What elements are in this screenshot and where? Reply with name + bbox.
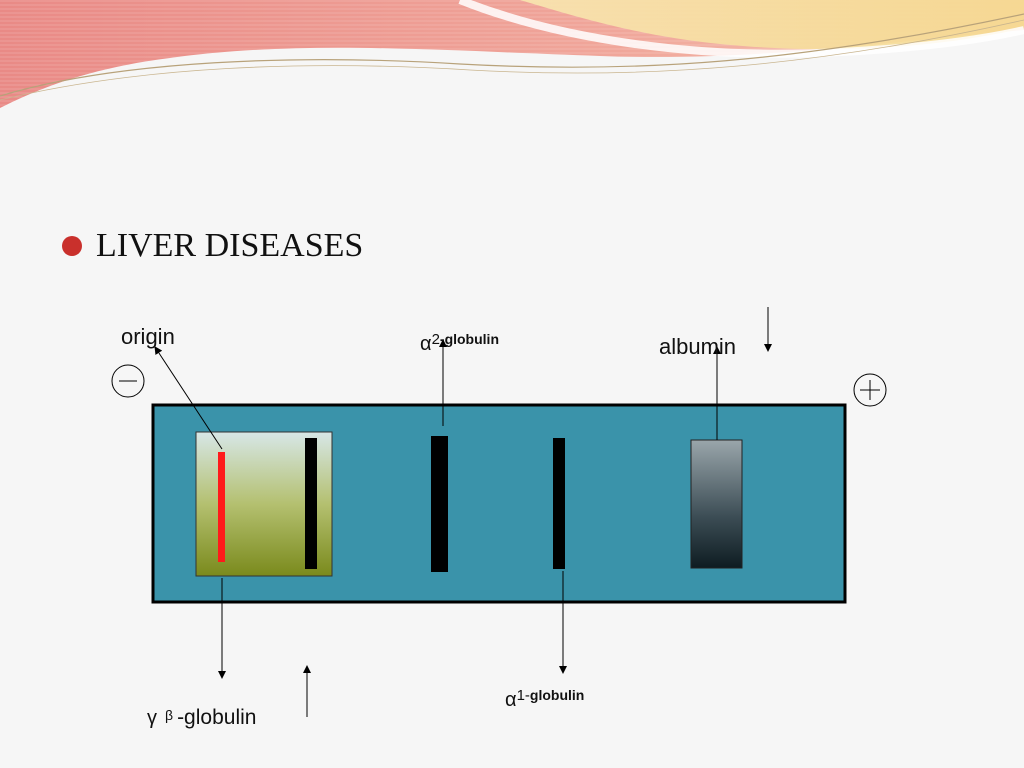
- origin-label: origin: [121, 324, 175, 349]
- header-wave-decoration: [0, 0, 1024, 108]
- alpha1-number: 1-: [517, 687, 530, 704]
- alpha2-number: 2: [432, 331, 440, 348]
- gamma-beta-band: [305, 438, 317, 569]
- gamma-symbol: γ: [147, 707, 157, 729]
- origin-line: [218, 452, 225, 562]
- alpha2-word: -globulin: [440, 331, 499, 347]
- beta-symbol: β: [165, 707, 173, 723]
- negative-electrode-icon: [111, 364, 145, 398]
- alpha2-label: α2-globulin: [420, 331, 499, 355]
- bullet-text: LIVER DISEASES: [96, 227, 364, 264]
- gamma-beta-word: -globulin: [177, 706, 256, 729]
- alpha2-symbol: α: [420, 333, 432, 355]
- alpha1-label: α1-globulin: [505, 687, 584, 711]
- alpha1-band: [553, 438, 565, 569]
- positive-electrode-icon: [853, 373, 887, 407]
- alpha2-band: [431, 436, 448, 572]
- albumin-label: albumin: [659, 334, 736, 359]
- alpha1-symbol: α: [505, 689, 517, 711]
- bullet-item: LIVER DISEASES: [62, 226, 363, 266]
- alpha1-word: globulin: [530, 687, 584, 703]
- bullet-dot: [62, 236, 82, 256]
- albumin-band: [690, 439, 743, 569]
- origin-arrow: [154, 346, 223, 450]
